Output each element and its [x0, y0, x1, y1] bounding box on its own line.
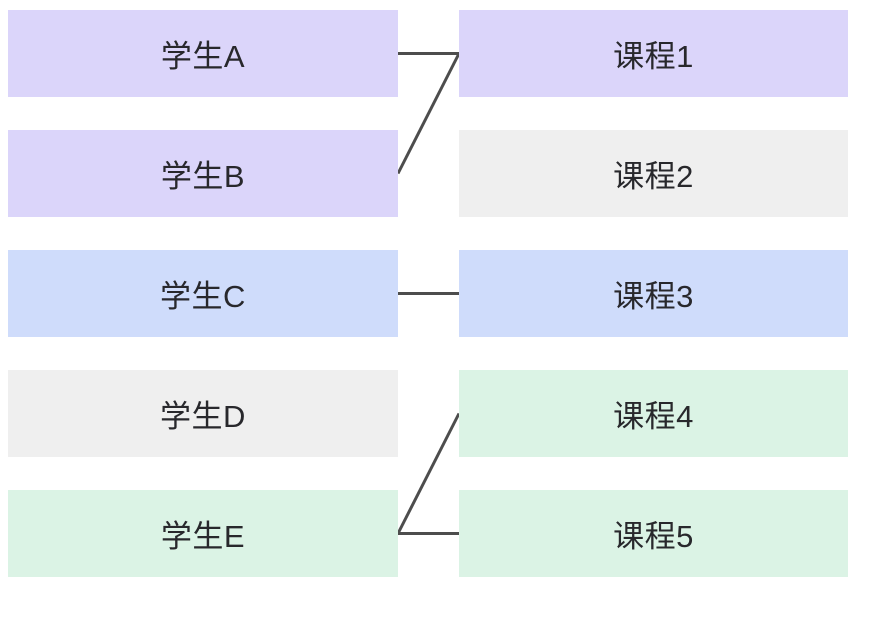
course-node-course1: 课程1 — [459, 10, 848, 97]
course-node-label: 课程5 — [613, 519, 694, 554]
course-node-label: 课程4 — [613, 399, 694, 434]
student-node-label: 学生B — [160, 159, 246, 194]
student-node-label: 学生C — [160, 279, 246, 314]
student-node-studentC: 学生C — [8, 250, 398, 337]
student-node-studentB: 学生B — [8, 130, 398, 217]
student-node-studentA: 学生A — [8, 10, 398, 97]
course-node-label: 课程1 — [613, 39, 694, 74]
course-node-course4: 课程4 — [459, 370, 848, 457]
course-node-label: 课程2 — [613, 159, 694, 194]
student-node-label: 学生E — [160, 519, 246, 554]
student-node-studentD: 学生D — [8, 370, 398, 457]
course-node-course2: 课程2 — [459, 130, 848, 217]
course-node-course3: 课程3 — [459, 250, 848, 337]
course-node-label: 课程3 — [613, 279, 694, 314]
edge-studentB-course1 — [396, 52, 461, 175]
student-node-label: 学生A — [160, 39, 246, 74]
student-node-label: 学生D — [160, 399, 246, 434]
edge-studentE-course4 — [396, 412, 461, 535]
student-node-studentE: 学生E — [8, 490, 398, 577]
course-node-course5: 课程5 — [459, 490, 848, 577]
